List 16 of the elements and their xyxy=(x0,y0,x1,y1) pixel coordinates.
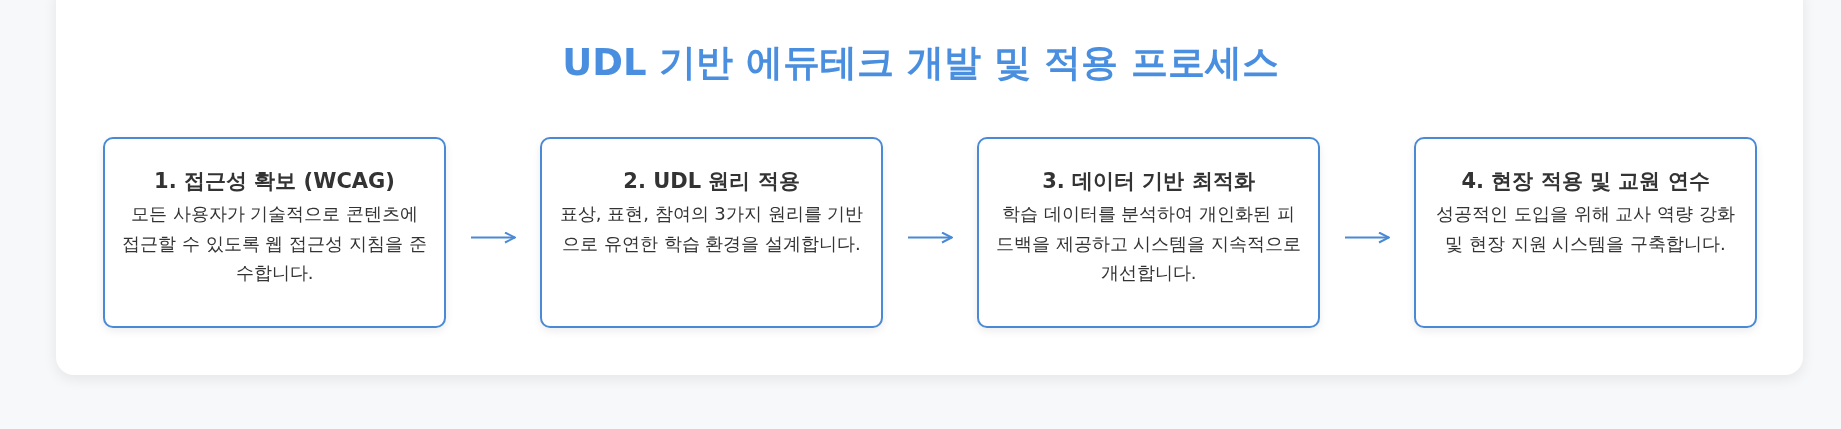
process-box xyxy=(1414,137,1757,328)
step-heading: 3. 데이터 기반 최적화 xyxy=(1041,168,1256,195)
step-description: 모든 사용자가 기술적으로 콘텐츠에 접근할 수 있도록 웹 접근성 지침을 준수합니다. xyxy=(121,202,428,286)
step-heading: 2. UDL 원리 적용 xyxy=(622,168,801,195)
arrow xyxy=(1344,231,1390,244)
diagram-title: UDL 기반 에듀테크 개발 및 적용 프로세스 xyxy=(561,40,1280,86)
process-box xyxy=(103,137,446,328)
arrow xyxy=(907,231,953,244)
step-description: 성공적인 도입을 위해 교사 역량 강화 및 현장 지원 시스템을 구축합니다. xyxy=(1435,202,1736,256)
step-description: 표상, 표현, 참여의 3가지 원리를 기반으로 유연한 학습 환경을 설계합니다. xyxy=(558,202,865,256)
arrow xyxy=(470,231,516,244)
step-heading: 1. 접근성 확보 (WCAG) xyxy=(153,168,396,195)
step-heading: 4. 현장 적용 및 교원 연수 xyxy=(1460,168,1711,195)
step-description: 학습 데이터를 분석하여 개인화된 피드백을 제공하고 시스템을 지속적으로 개선합니다. xyxy=(995,202,1302,286)
process-box xyxy=(977,137,1320,328)
process-box xyxy=(540,137,883,328)
